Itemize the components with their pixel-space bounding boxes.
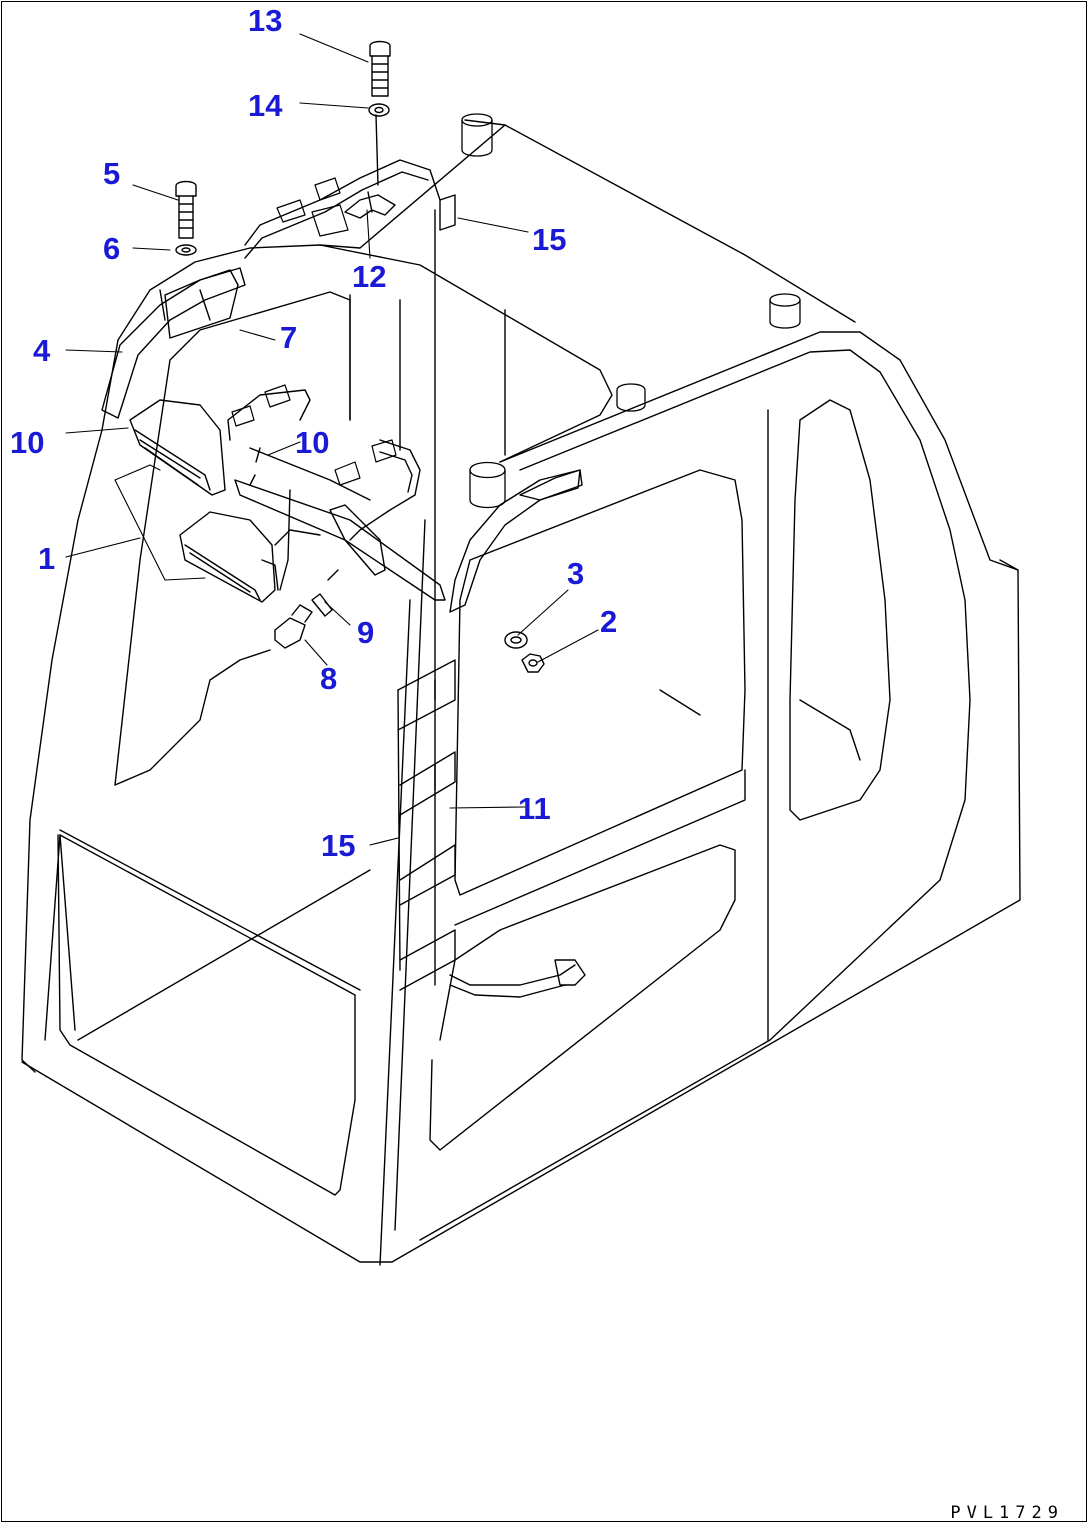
nut-2 bbox=[521, 653, 545, 673]
callout-2: 2 bbox=[600, 604, 618, 639]
washer-3 bbox=[504, 631, 528, 649]
callout-3: 3 bbox=[567, 556, 585, 591]
callout-6: 6 bbox=[103, 231, 121, 266]
callout-9: 9 bbox=[357, 615, 375, 650]
leader-lines bbox=[65, 33, 599, 846]
lamp-bracket-bar bbox=[234, 447, 446, 601]
clamp-12 bbox=[344, 191, 396, 219]
callout-8: 8 bbox=[320, 661, 338, 696]
callout-15-top: 15 bbox=[532, 222, 567, 257]
callout-13: 13 bbox=[248, 3, 283, 38]
callout-12: 12 bbox=[352, 259, 387, 294]
washer-14 bbox=[368, 103, 390, 186]
callout-5: 5 bbox=[103, 156, 121, 191]
callout-10-left: 10 bbox=[10, 425, 45, 460]
work-lamp-upper bbox=[129, 399, 226, 496]
work-lamp-lower bbox=[179, 511, 279, 603]
bolt-5 bbox=[175, 180, 197, 239]
callout-4: 4 bbox=[33, 333, 51, 368]
clips-15 bbox=[397, 194, 456, 991]
drawing-code: PVL1729 bbox=[950, 1503, 1064, 1523]
bolt-13 bbox=[369, 40, 391, 97]
callout-7: 7 bbox=[280, 320, 298, 355]
washer-6 bbox=[175, 244, 197, 256]
cab-body bbox=[21, 119, 1021, 1266]
callout-1: 1 bbox=[38, 541, 56, 576]
callout-15-bottom: 15 bbox=[321, 828, 356, 863]
wiring-harness bbox=[227, 159, 586, 998]
roof-mounts bbox=[461, 113, 801, 509]
pin-9 bbox=[311, 569, 339, 617]
light-bracket bbox=[101, 267, 583, 613]
bulb-8 bbox=[274, 604, 313, 649]
callout-14: 14 bbox=[248, 88, 283, 123]
callout-11: 11 bbox=[518, 791, 551, 826]
callout-10-right: 10 bbox=[295, 425, 330, 460]
connectors bbox=[231, 177, 397, 486]
